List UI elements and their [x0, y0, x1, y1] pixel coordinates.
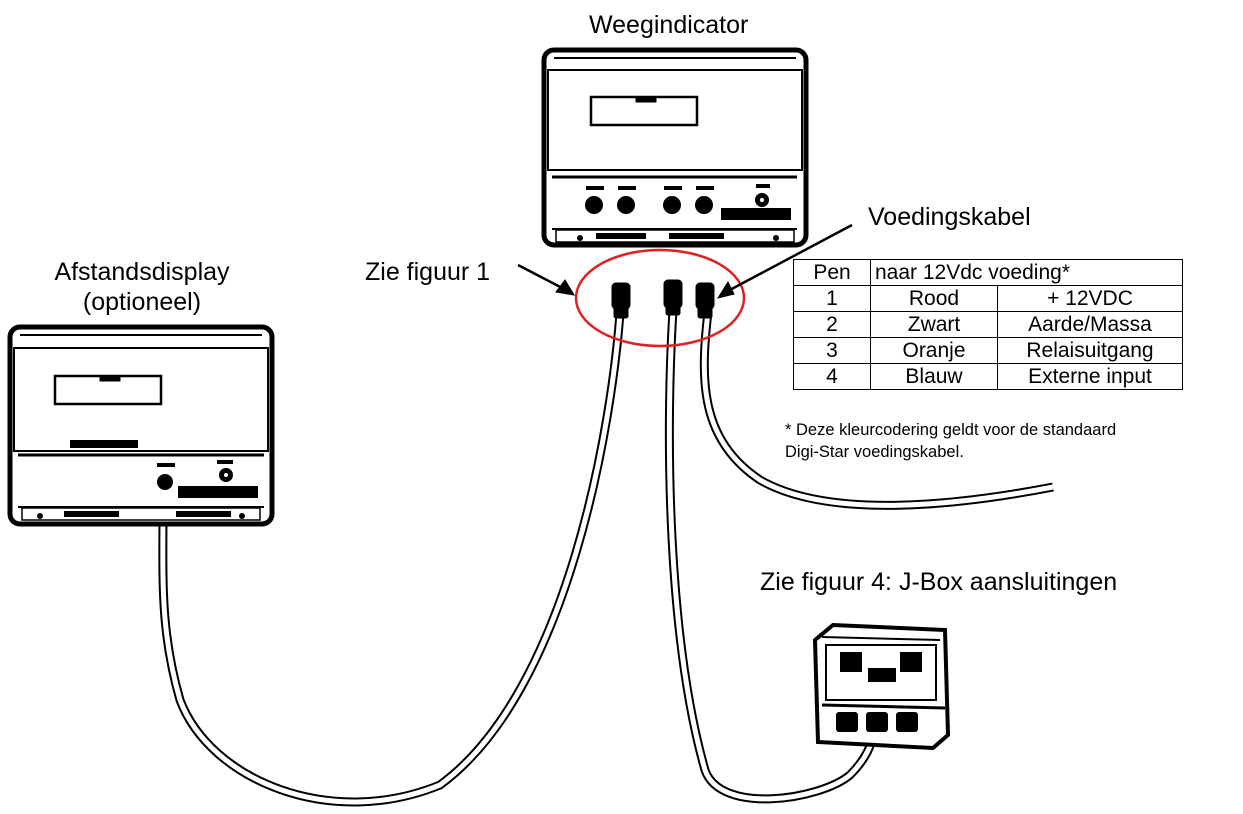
arrow-power-cable — [716, 223, 853, 299]
cable-connector — [611, 279, 715, 319]
junction-box-device — [812, 622, 951, 751]
color-coding-note: * Deze kleurcodering geldt voor de stand… — [785, 419, 1116, 463]
table-row: 2 Zwart Aarde/Massa — [793, 311, 1183, 338]
cable-power — [699, 311, 1054, 510]
table-cell-color: Blauw — [870, 363, 998, 390]
table-cell-function: Externe input — [997, 363, 1183, 390]
cable-jbox — [664, 309, 881, 804]
see-figure-1-label: Zie figuur 1 — [365, 258, 491, 286]
table-cell-function: Aarde/Massa — [997, 311, 1183, 338]
weigh-indicator-device — [541, 47, 809, 248]
table-row: 3 Oranje Relaisuitgang — [793, 337, 1183, 364]
table-header-row: Pen naar 12Vdc voeding* — [793, 259, 1183, 286]
connector-highlight-circle — [574, 248, 746, 348]
table-cell-color: Rood — [870, 285, 998, 312]
table-header-pin: Pen — [793, 259, 871, 286]
remote-display-label: Afstandsdisplay — [54, 258, 230, 286]
arrow-see-figure-1 — [517, 263, 575, 296]
indicator-label: Weegindicator — [589, 11, 749, 39]
see-figure-4-label: Zie figuur 4: J-Box aansluitingen — [760, 568, 1118, 596]
power-cable-label: Voedingskabel — [868, 203, 1031, 231]
note-line-1: * Deze kleurcodering geldt voor de stand… — [785, 421, 1117, 439]
table-cell-function: Relaisuitgang — [997, 337, 1183, 364]
table-cell-color: Oranje — [870, 337, 998, 364]
table-row: 4 Blauw Externe input — [793, 363, 1183, 390]
remote-display-device — [7, 324, 275, 527]
table-cell-pin: 2 — [793, 311, 871, 338]
cable-remote-display — [158, 312, 625, 807]
table-row: 1 Rood + 12VDC — [793, 285, 1183, 312]
table-cell-pin: 4 — [793, 363, 871, 390]
table-cell-pin: 3 — [793, 337, 871, 364]
table-cell-function: + 12VDC — [997, 285, 1183, 312]
table-header-cable: naar 12Vdc voeding* — [870, 259, 1183, 286]
remote-display-optional-label: (optioneel) — [82, 288, 202, 316]
table-cell-color: Zwart — [870, 311, 998, 338]
table-cell-pin: 1 — [793, 285, 871, 312]
note-line-2: Digi-Star voedingskabel. — [785, 443, 964, 461]
power-cable-pin-table: Pen naar 12Vdc voeding* 1 Rood + 12VDC 2… — [793, 259, 1183, 390]
